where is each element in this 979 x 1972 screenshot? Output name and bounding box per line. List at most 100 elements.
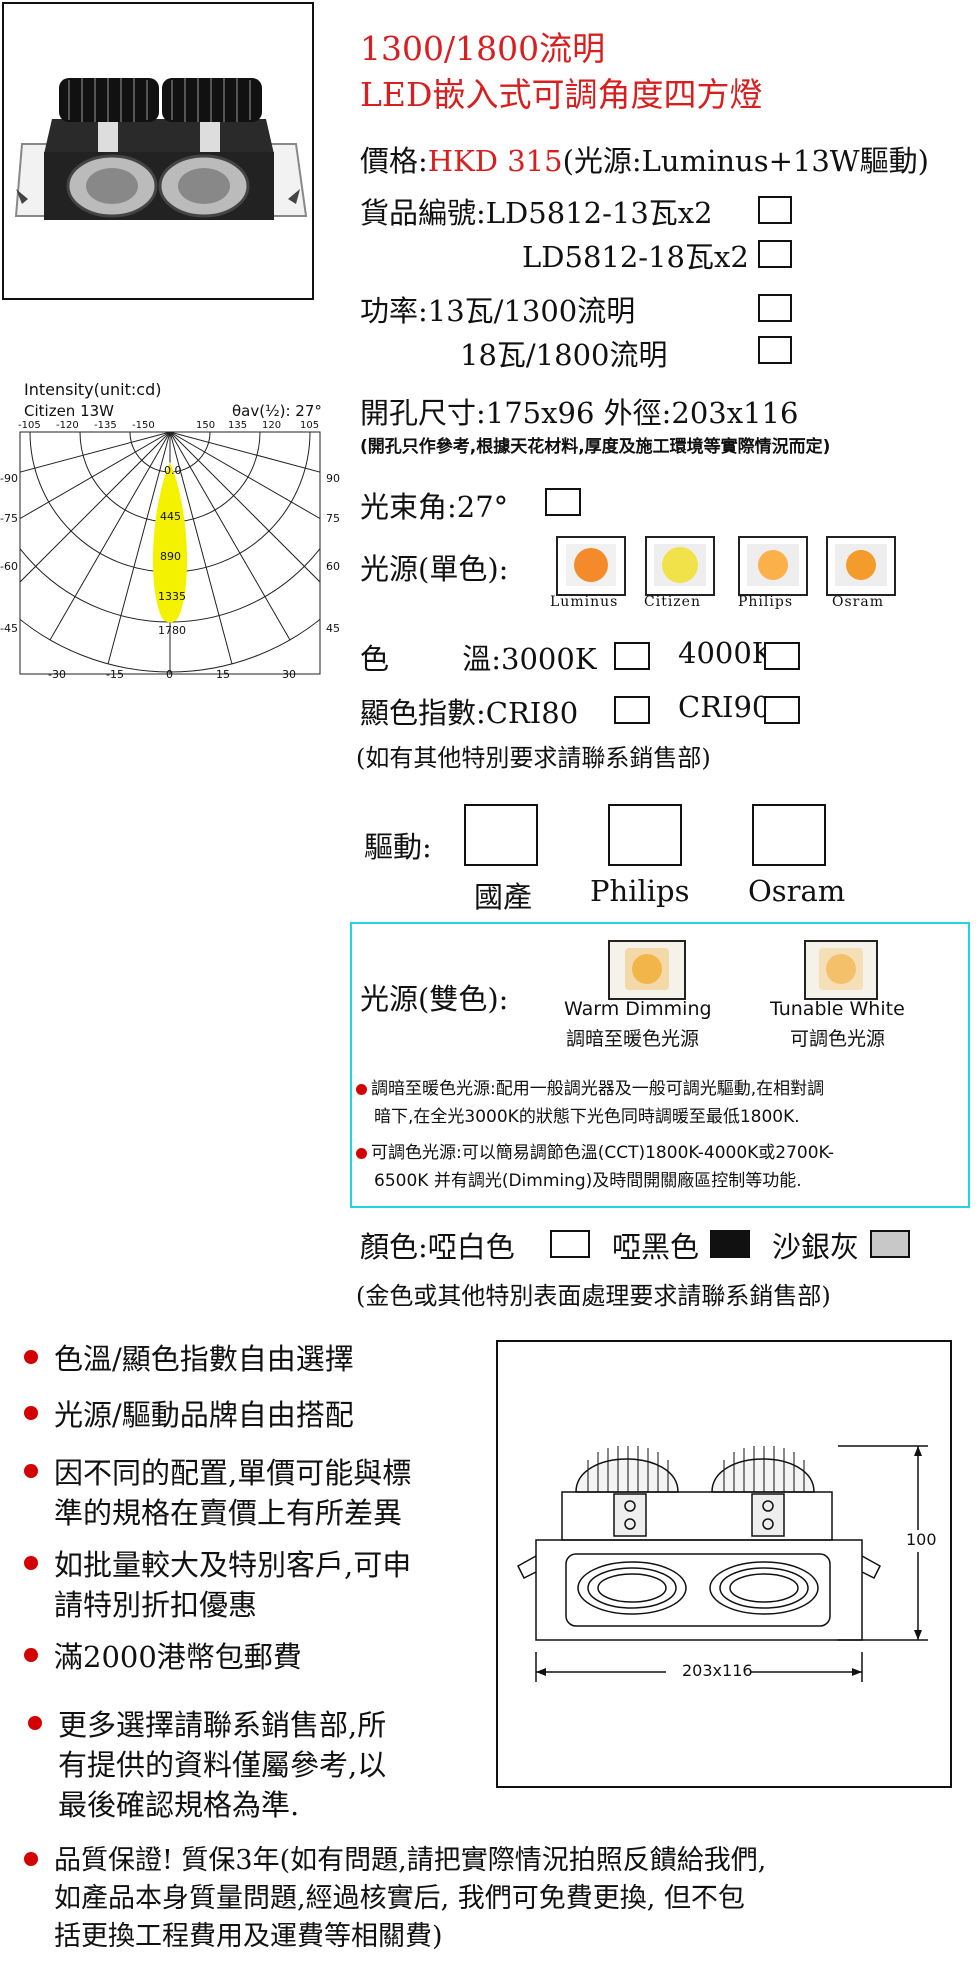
polar-top-tick: -135 [94,420,117,431]
driver-label: 驅動: [364,830,432,864]
driver-local-checkbox[interactable] [464,804,538,866]
product-photo [14,78,308,220]
dual-color-panel [350,922,970,1208]
item-18w-checkbox[interactable] [758,240,792,268]
feature-6-line-3: 最後確認規格為準. [58,1788,300,1822]
power-1300-checkbox[interactable] [758,294,792,322]
title-line-2: LED嵌入式可調角度四方燈 [360,75,763,114]
cri-label: 顯色指數: [360,696,486,730]
finish-row: 顏色:啞白色 [360,1224,515,1266]
item-number-row-1: 貨品編號:LD5812-13瓦x2 [360,190,713,232]
power-row-1: 功率:13瓦/1300流明 [360,288,635,330]
tunable-white-zh: 可調色光源 [790,1028,886,1050]
bullet-icon [28,1716,42,1730]
cri-90: CRI90 [678,690,771,724]
polar-bottom-tick: -30 [48,668,66,681]
dual-note-2: 可調色光源:可以簡易調節色溫(CCT)1800K-4000K或2700K- [356,1138,834,1163]
brand-citizen: Citizen [644,594,701,610]
driver-osram-label: Osram [748,874,846,908]
polar-title: Intensity(unit:cd) [24,380,162,399]
polar-left-tick: -60 [0,560,18,573]
beam-label: 光束角: [360,490,457,524]
finish-black-swatch[interactable] [710,1230,750,1258]
light-source-single-label: 光源(單色): [360,552,509,586]
price-row: 價格:HKD 315(光源:Luminus+13W驅動) [360,138,929,180]
polar-left-tick: -90 [0,472,18,485]
ct-4000-checkbox[interactable] [764,642,800,670]
feature-6-line-2: 有提供的資料僅屬參考,以 [58,1748,387,1782]
polar-value-2: 890 [160,550,181,563]
feature-6-line-1: 更多選擇請聯系銷售部,所 [58,1708,387,1742]
color-temp-label-b: 溫: [462,642,502,676]
dual-note-2-line-2: 6500K 并有調光(Dimming)及時間開關廠區控制等功能. [374,1171,802,1191]
driver-philips-label: Philips [590,874,690,908]
product-photo-frame [2,2,314,300]
cutout-row: 開孔尺寸:175x96 外徑:203x116 [360,390,798,432]
price-label: 價格: [360,144,428,178]
polar-model: Citizen 13W [24,402,114,420]
tunable-white-chip[interactable] [804,940,878,1000]
cri-80-checkbox[interactable] [614,696,650,724]
warm-dimming-en: Warm Dimming [564,998,712,1020]
polar-value-3: 1335 [158,590,186,603]
bullet-icon [24,1350,38,1364]
feature-4-line-1: 如批量較大及特別客戶,可申 [54,1548,412,1582]
price-value: HKD 315 [427,144,563,178]
outer-value: 203x116 [671,396,799,430]
polar-top-tick: 105 [300,420,320,431]
power-option-2: 18瓦/1800流明 [460,338,668,372]
feature-1: 色溫/顯色指數自由選擇 [54,1342,354,1376]
item-option-13w: LD5812-13瓦x2 [485,196,713,230]
polar-top-tick: 135 [228,420,248,431]
warm-dimming-zh: 調暗至暖色光源 [566,1028,700,1050]
warm-dimming-chip[interactable] [608,940,686,1000]
bullet-icon [24,1648,38,1662]
dual-note-1-line-1: 調暗至暖色光源:配用一般調光器及一般可調光驅動,在相對調 [371,1079,825,1099]
bullet-icon [356,1083,367,1095]
luminus-chip[interactable] [556,536,626,596]
osram-chip[interactable] [826,536,896,596]
ct-3000-checkbox[interactable] [614,642,650,670]
warranty-line-1: 品質保證! 質保3年(如有問題,請把實際情況拍照反饋給我們, [54,1845,767,1876]
finish-note: (金色或其他特別表面處理要求請聯系銷售部) [356,1282,831,1310]
philips-led-icon [758,550,788,580]
finish-silver-swatch[interactable] [870,1230,910,1258]
feature-2: 光源/驅動品牌自由搭配 [54,1398,354,1432]
cutout-value: 175x96 [485,396,595,430]
beam-checkbox[interactable] [545,488,581,516]
polar-bottom-tick: 30 [282,668,296,681]
special-note: (如有其他特別要求請聯系銷售部) [356,744,711,772]
polar-right-tick: 75 [326,512,340,525]
citizen-chip[interactable] [645,536,715,596]
citizen-led-icon [662,547,698,583]
cri-90-checkbox[interactable] [764,696,800,724]
driver-philips-checkbox[interactable] [608,804,682,866]
brand-philips: Philips [738,594,794,610]
finish-white: 啞白色 [427,1230,515,1264]
tunable-white-en: Tunable White [770,998,905,1020]
feature-4-line-2: 請特別折扣優惠 [54,1588,258,1622]
item-option-18w: LD5812-18瓦x2 [522,240,749,274]
bullet-icon [24,1852,38,1866]
item-13w-checkbox[interactable] [758,196,792,224]
finish-black: 啞黑色 [612,1230,700,1264]
philips-chip[interactable] [738,536,808,596]
driver-local-label: 國產 [474,880,533,914]
feature-3-line-1: 因不同的配置,單價可能與標 [54,1456,412,1490]
dual-note-1: 調暗至暖色光源:配用一般調光器及一般可調光驅動,在相對調 [356,1074,824,1099]
driver-osram-checkbox[interactable] [752,804,826,866]
dimension-width: 203x116 [682,1661,753,1680]
polar-bottom-tick: 0 [166,668,173,681]
dimension-height: 100 [906,1530,937,1549]
bullet-icon [356,1147,367,1159]
dual-note-1-line-2: 暗下,在全光3000K的狀態下光色同時調暖至最低1800K. [374,1107,800,1127]
polar-top-tick: 150 [196,420,216,431]
power-1800-checkbox[interactable] [758,336,792,364]
beam-row: 光束角:27° [360,484,508,526]
brand-luminus: Luminus [550,594,619,610]
title-line-1: 1300/1800流明 [360,29,606,68]
cutout-label: 開孔尺寸: [360,396,486,430]
bullet-icon [24,1464,38,1478]
polar-right-tick: 45 [326,622,340,635]
finish-white-swatch[interactable] [550,1230,590,1258]
